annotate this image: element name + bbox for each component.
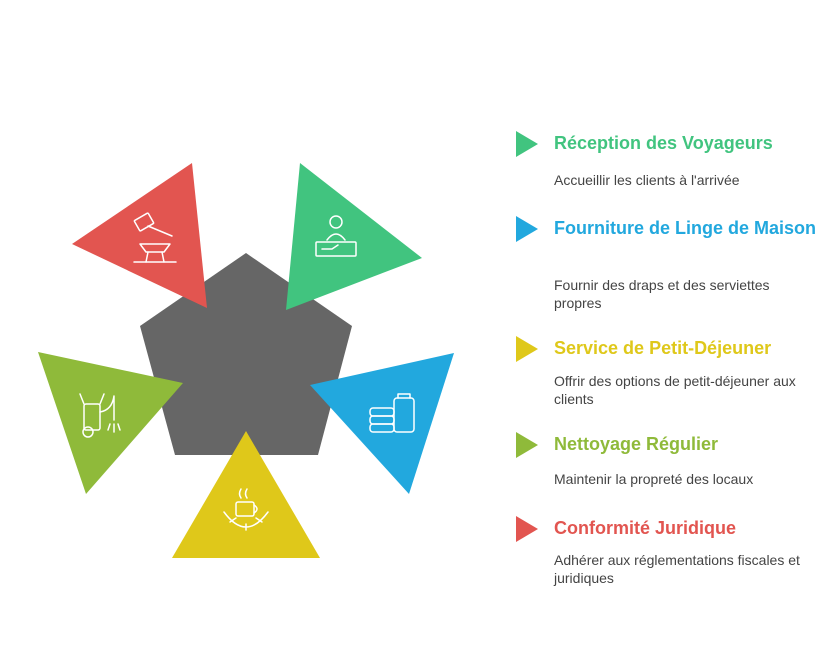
segment-cleaning <box>38 352 183 494</box>
gavel-icon <box>133 212 177 263</box>
legend-title: Fourniture de Linge de Maison <box>554 218 817 238</box>
legend-description: Accueillir les clients à l'arrivée <box>554 172 740 188</box>
segment-linen <box>310 353 454 494</box>
triangle-marker-icon <box>516 216 538 242</box>
legend-title: Conformité Juridique <box>554 518 737 538</box>
triangle-marker-icon <box>516 516 538 542</box>
segment-legal-triangle <box>72 163 207 308</box>
legend-title: Service de Petit-Déjeuner <box>554 338 772 358</box>
segment-reception-triangle <box>286 163 422 310</box>
pressure-washer-icon <box>79 393 121 438</box>
segment-reception <box>286 163 422 310</box>
folded-towels-icon <box>369 393 415 433</box>
pentagon-diagram <box>38 163 454 558</box>
triangle-marker-icon <box>516 432 538 458</box>
segment-cleaning-triangle <box>38 352 183 494</box>
triangle-marker-icon <box>516 336 538 362</box>
legend-title: Réception des Voyageurs <box>554 133 773 153</box>
triangle-marker-icon <box>516 131 538 157</box>
legend-description: Maintenir la propreté des locaux <box>554 471 754 487</box>
legend-description: Adhérer aux réglementations fiscales et … <box>554 552 800 586</box>
legend-description: Offrir des options de petit-déjeuner aux… <box>554 373 796 407</box>
legend-description: Fournir des draps et des serviettes prop… <box>554 277 770 311</box>
reception-desk-icon <box>315 215 357 257</box>
segment-breakfast <box>172 431 320 558</box>
coffee-croissant-icon <box>223 488 269 531</box>
legend-title: Nettoyage Régulier <box>554 434 719 454</box>
segment-legal <box>72 163 207 308</box>
